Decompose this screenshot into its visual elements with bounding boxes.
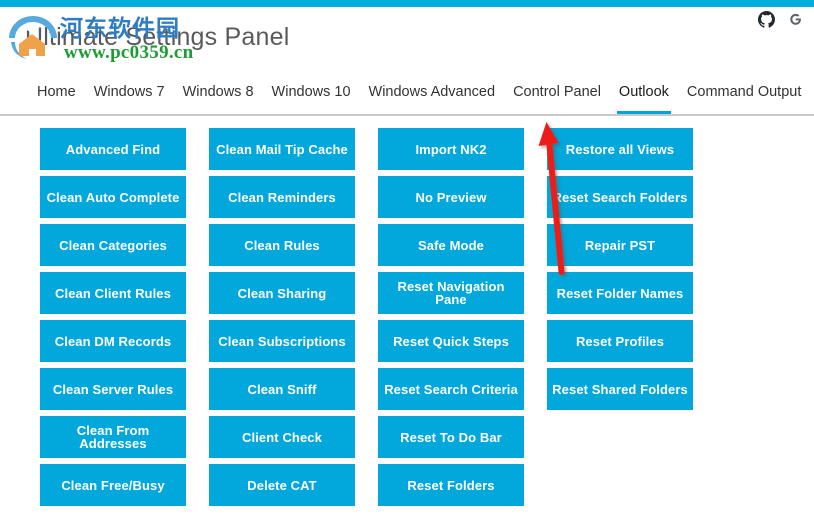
nav-item-windows-10[interactable]: Windows 10 (271, 84, 351, 100)
nav-item-command-output[interactable]: Command Output (686, 84, 802, 100)
action-button[interactable]: No Preview (378, 176, 524, 218)
action-button[interactable]: Delete CAT (209, 464, 355, 506)
action-button[interactable]: Safe Mode (378, 224, 524, 266)
action-button[interactable]: Reset Navigation Pane (378, 272, 524, 314)
action-button[interactable]: Reset Shared Folders (547, 368, 693, 410)
button-column-2: Clean Mail Tip Cache Clean Reminders Cle… (209, 128, 355, 528)
action-button[interactable]: Clean Categories (40, 224, 186, 266)
action-button[interactable]: Import NK2 (378, 128, 524, 170)
nav-item-windows-8[interactable]: Windows 8 (182, 84, 254, 100)
nav-item-windows-7[interactable]: Windows 7 (93, 84, 165, 100)
action-button[interactable]: Clean Reminders (209, 176, 355, 218)
top-accent-bar (0, 0, 814, 7)
action-button[interactable]: Clean Rules (209, 224, 355, 266)
action-button[interactable]: Reset Folder Names (547, 272, 693, 314)
main-navigation: Home Windows 7 Windows 8 Windows 10 Wind… (0, 82, 814, 116)
action-button[interactable]: Reset Profiles (547, 320, 693, 362)
nav-item-home[interactable]: Home (37, 84, 76, 100)
nav-item-windows-advanced[interactable]: Windows Advanced (368, 84, 496, 100)
nav-item-server-administration[interactable]: Server Administr (810, 82, 814, 112)
action-button[interactable]: Clean Client Rules (40, 272, 186, 314)
action-button[interactable]: Clean Server Rules (40, 368, 186, 410)
action-button[interactable]: Advanced Find (40, 128, 186, 170)
google-icon[interactable] (787, 11, 804, 28)
action-button[interactable]: Repair PST (547, 224, 693, 266)
action-button[interactable]: Clean Sniff (209, 368, 355, 410)
action-button[interactable]: Clean Mail Tip Cache (209, 128, 355, 170)
action-button[interactable]: Clean Free/Busy (40, 464, 186, 506)
action-button[interactable]: Reset Folders (378, 464, 524, 506)
action-button[interactable]: Reset Quick Steps (378, 320, 524, 362)
github-icon[interactable] (758, 11, 775, 28)
action-button[interactable]: Client Check (209, 416, 355, 458)
action-button[interactable]: Reset Search Folders (547, 176, 693, 218)
button-column-4: Restore all Views Reset Search Folders R… (547, 128, 693, 528)
action-button[interactable]: Clean Sharing (209, 272, 355, 314)
outlook-action-grid: Advanced Find Clean Auto Complete Clean … (0, 128, 814, 528)
app-header: Ultimate Settings Panel (0, 7, 814, 80)
nav-list: Home Windows 7 Windows 8 Windows 10 Wind… (28, 82, 814, 114)
action-button[interactable]: Clean DM Records (40, 320, 186, 362)
action-button[interactable]: Reset To Do Bar (378, 416, 524, 458)
button-column-1: Advanced Find Clean Auto Complete Clean … (40, 128, 186, 528)
page-title: Ultimate Settings Panel (25, 23, 290, 51)
action-button[interactable]: Clean Auto Complete (40, 176, 186, 218)
button-column-3: Import NK2 No Preview Safe Mode Reset Na… (378, 128, 524, 528)
action-button[interactable]: Clean From Addresses (40, 416, 186, 458)
action-button[interactable]: Clean Subscriptions (209, 320, 355, 362)
header-icon-group (758, 11, 804, 28)
action-button[interactable]: Restore all Views (547, 128, 693, 170)
action-button[interactable]: Reset Search Criteria (378, 368, 524, 410)
nav-item-control-panel[interactable]: Control Panel (513, 84, 601, 100)
nav-item-outlook[interactable]: Outlook (610, 82, 678, 114)
